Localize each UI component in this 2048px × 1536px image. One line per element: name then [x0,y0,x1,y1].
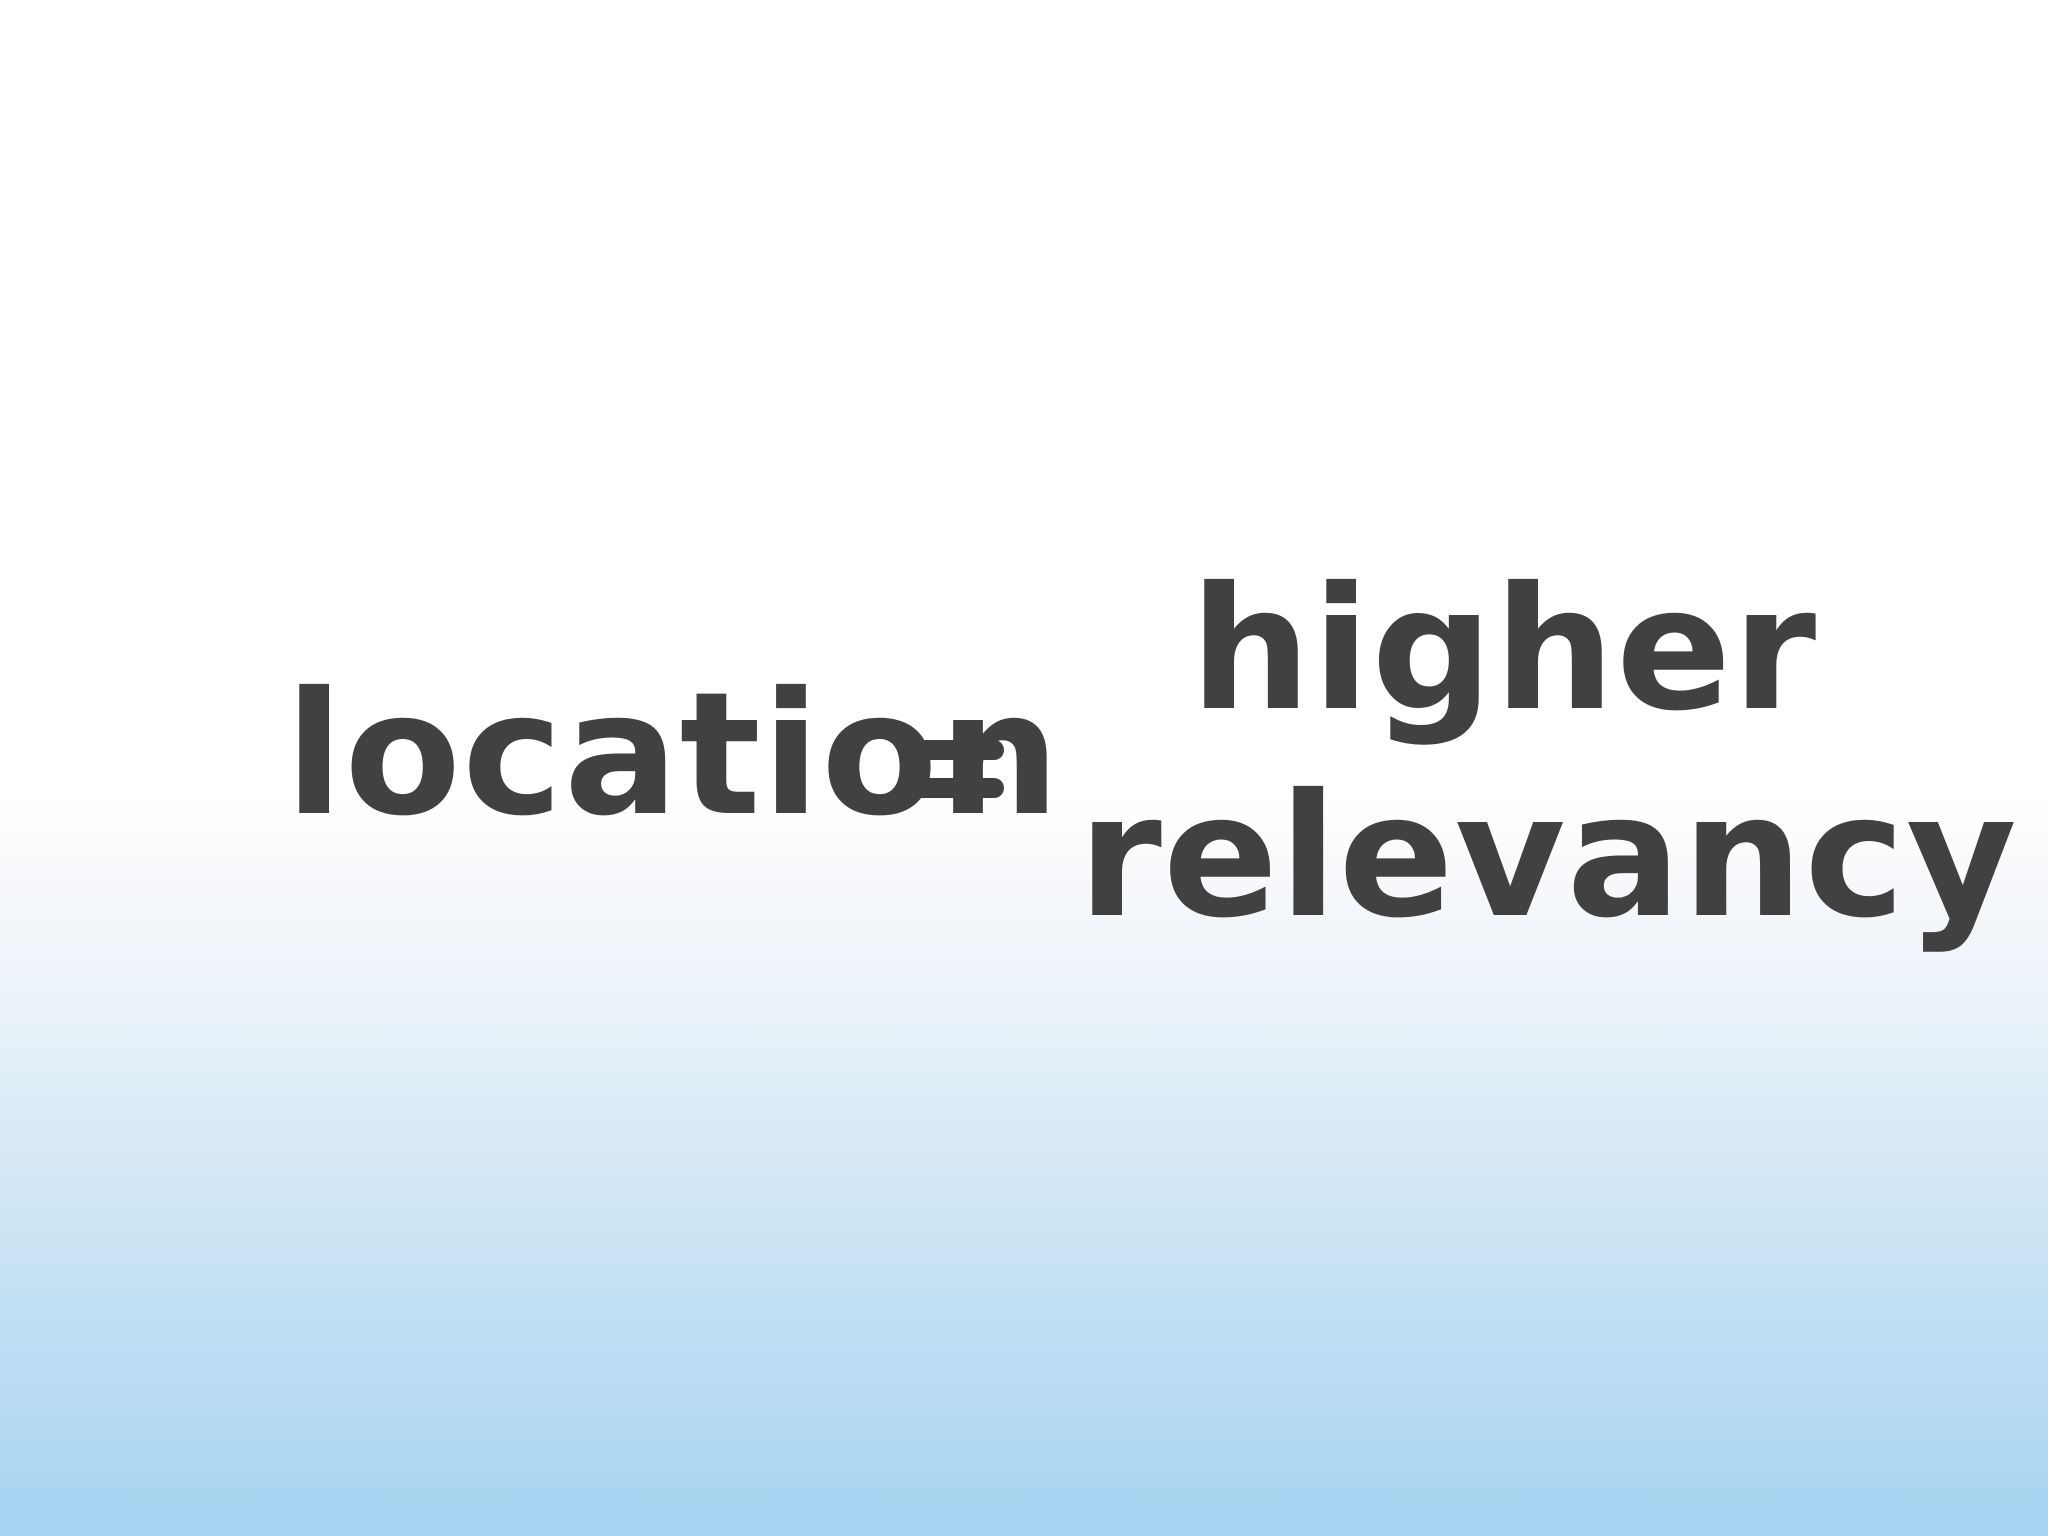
equals-sign [912,740,1004,800]
right-term-line-2: relevancy [1078,758,2018,956]
equals-top-bar [912,740,1004,760]
right-term-line-1: higher [1190,551,1818,749]
equals-bottom-bar [912,778,1004,798]
